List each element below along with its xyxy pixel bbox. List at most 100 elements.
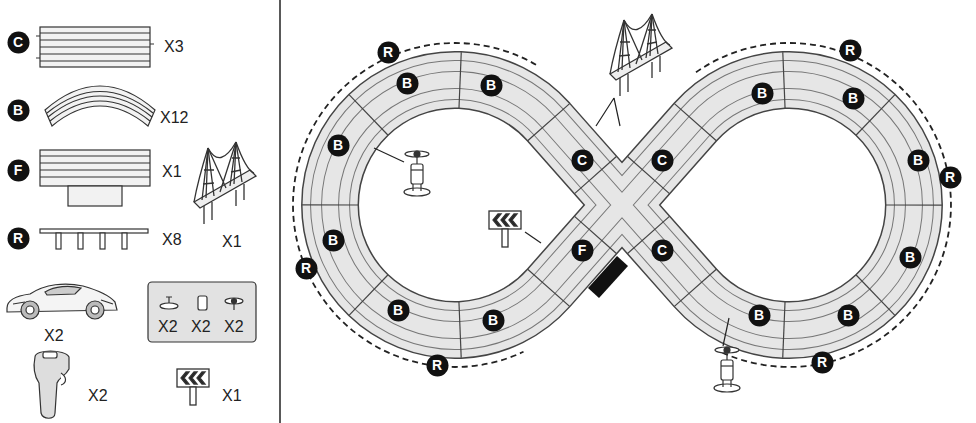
callout-circle: R — [295, 257, 318, 280]
panel-divider — [280, 0, 281, 423]
track-joint — [528, 269, 570, 306]
callout-letter: R — [295, 257, 318, 280]
figure-eight-track — [330, 80, 914, 330]
callout-circle: C — [651, 239, 674, 262]
pylon-icon — [404, 151, 430, 196]
circle-outline — [396, 72, 418, 94]
track-joint — [674, 269, 716, 306]
direction-sign — [489, 211, 521, 247]
figure-eight-track — [330, 80, 914, 330]
curved-track-piece — [47, 92, 153, 122]
callout-letter: R — [811, 351, 834, 374]
figure-eight-track — [330, 80, 914, 330]
callout-letter: C — [7, 31, 30, 54]
figure-eight-track — [330, 80, 914, 330]
callout-letter: B — [837, 304, 860, 327]
curved-track-piece — [45, 86, 155, 126]
guard-rail — [122, 233, 127, 249]
circle-outline — [426, 354, 448, 376]
circle-outline — [377, 41, 399, 63]
race-car — [91, 306, 99, 314]
callout-circle: B — [387, 299, 410, 322]
quantity-label: X2 — [224, 319, 244, 335]
callout-circle: R — [377, 41, 400, 64]
circle-outline — [327, 134, 349, 156]
track-joint — [349, 95, 388, 135]
callout-circle: R — [811, 351, 834, 374]
quantity-label: X1 — [162, 164, 182, 180]
quantity-label: X1 — [222, 388, 242, 404]
race-car — [26, 306, 34, 314]
callout-circle: B — [327, 134, 350, 157]
callout-letter: R — [426, 354, 449, 377]
track-joint — [783, 52, 785, 108]
quantity-label: X2 — [158, 319, 178, 335]
accessory-box — [233, 304, 234, 310]
hand-controller — [34, 351, 69, 418]
race-car — [45, 286, 81, 295]
callout-circle: R — [939, 166, 962, 189]
track-bridge — [610, 14, 672, 96]
crossing-track-piece — [68, 186, 122, 206]
callout-circle: B — [842, 87, 865, 110]
panel-divider — [279, 0, 281, 423]
crossing-track-piece — [40, 156, 150, 177]
callout-letter: R — [839, 39, 862, 62]
callout-letter: B — [907, 149, 930, 172]
direction-sign — [489, 211, 521, 247]
track-bridge — [610, 14, 672, 96]
race-car — [21, 301, 39, 319]
callout-letter: C — [651, 149, 674, 172]
callout-letter: R — [939, 166, 962, 189]
callout-letter: R — [377, 41, 400, 64]
figure-eight-track — [330, 80, 914, 330]
quantity-label: X2 — [44, 328, 64, 344]
circle-outline — [7, 31, 29, 53]
pylon-icon — [714, 347, 740, 392]
straight-track-piece — [40, 27, 150, 67]
circle-outline — [837, 304, 859, 326]
callout-letter: F — [571, 239, 594, 262]
leader-line — [525, 232, 541, 243]
quantity-label: X1 — [222, 234, 242, 250]
race-car — [86, 301, 104, 319]
callout-circle: B — [322, 229, 345, 252]
circle-outline — [839, 39, 861, 61]
bridge-part — [194, 142, 256, 224]
straight-track-piece — [36, 36, 154, 58]
callout-circle: B — [899, 246, 922, 269]
callout-circle: B — [751, 82, 774, 105]
straight-track-piece — [36, 27, 154, 67]
callout-letter: B — [327, 134, 350, 157]
crossing-base — [588, 256, 628, 298]
callout-circle: B — [907, 149, 930, 172]
quantity-label: X8 — [162, 232, 182, 248]
crossing-track-piece — [40, 150, 150, 206]
callout-letter: R — [7, 227, 30, 250]
callout-letter: B — [387, 299, 410, 322]
pylon-icon — [404, 151, 430, 196]
callout-circle: B — [837, 304, 860, 327]
callout-circle: C — [571, 149, 594, 172]
circle-outline — [907, 149, 929, 171]
straight-track-piece — [40, 33, 150, 61]
callout-circle: F — [571, 239, 594, 262]
callout-letter: B — [899, 246, 922, 269]
hand-controller — [34, 351, 69, 418]
bridge-part — [194, 142, 256, 224]
callout-circle: R — [7, 227, 30, 250]
callout-circle: B — [482, 309, 505, 332]
track-joint — [459, 302, 461, 358]
callout-letter: B — [322, 229, 345, 252]
accessory-box — [225, 298, 243, 304]
track-joint — [856, 275, 895, 315]
track-joint — [783, 302, 785, 358]
guard-rail — [78, 233, 83, 249]
callout-circle: R — [426, 354, 449, 377]
callout-circle: B — [396, 72, 419, 95]
callout-circle: F — [7, 159, 30, 182]
quantity-label: X12 — [160, 110, 188, 126]
guard-rail — [100, 233, 105, 249]
circle-outline — [939, 166, 961, 188]
callout-letter: F — [7, 159, 30, 182]
